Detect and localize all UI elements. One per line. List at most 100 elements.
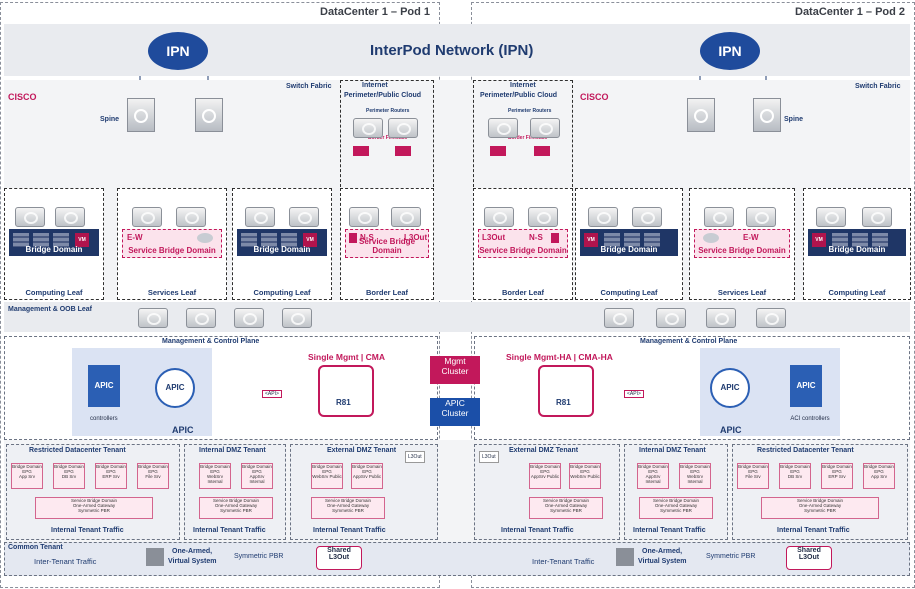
internet-label: Internet — [510, 82, 536, 89]
apic-cluster-line2: Cluster — [441, 408, 469, 418]
spine-switch-icon — [195, 98, 223, 132]
edmz-title: External DMZ Tenant — [327, 447, 397, 454]
mgmt-cluster-line2: Cluster — [441, 366, 469, 376]
oob-switch-icon — [756, 308, 786, 328]
pod1-title: DataCenter 1 – Pod 1 — [320, 6, 431, 18]
border-leaf-label: Border Leaf — [501, 288, 545, 297]
bridge-domain-label: Bridge Domain — [25, 245, 83, 254]
itt-label: Internal Tenant Traffic — [633, 527, 706, 534]
service-bridge-domain: E-W Service Bridge Domain — [122, 229, 222, 258]
services-leaf-label: Services Leaf — [717, 288, 767, 297]
firewall-icon — [349, 233, 357, 243]
firewall-icon — [551, 233, 559, 243]
gateway-icon — [197, 233, 213, 243]
ns-label: N-S — [360, 233, 374, 242]
router-icon — [530, 118, 560, 138]
computing-leaf-label: Computing Leaf — [25, 288, 83, 297]
mgmt-server-icon — [318, 365, 374, 417]
oob-label: Management & OOB Leaf — [8, 306, 93, 313]
perimeter-label: Perimeter/Public Cloud — [480, 92, 558, 99]
firewall-icon — [490, 146, 506, 156]
common-title: Common Tenant — [8, 544, 63, 551]
firewall-icon — [395, 146, 411, 156]
api-link-label: <API> — [624, 390, 644, 398]
r81-label: R81 — [556, 398, 571, 407]
bridge-domain: VM Bridge Domain — [237, 229, 327, 256]
leaf-switch-icon — [132, 207, 162, 227]
mgmt-cluster-line1: Mgmt — [444, 356, 466, 366]
itt-label: Internal Tenant Traffic — [777, 527, 850, 534]
service-bridge-domain-label: Service Bridge Domain — [358, 237, 416, 255]
service-bridge-domain: E-W Service Bridge Domain — [694, 229, 790, 258]
itt-label: Internal Tenant Traffic — [51, 527, 124, 534]
firewall-vsx-icon — [146, 548, 164, 566]
sym-pbr-label: Symmetric PBR — [234, 553, 284, 560]
server-icon — [604, 233, 620, 247]
leaf-switch-icon — [245, 207, 275, 227]
server-icon — [261, 233, 277, 247]
router-icon — [388, 118, 418, 138]
apic-hub-icon: APIC — [710, 368, 750, 408]
itt-label: Internal Tenant Traffic — [501, 527, 574, 534]
itt-label: Internal Tenant Traffic — [313, 527, 386, 534]
service-bridge-domain-label: Service Bridge Domain — [479, 246, 567, 255]
services-leaf-box: E-W Service Bridge Domain Services Leaf — [689, 188, 795, 300]
spine-label-left: Spine — [100, 116, 120, 123]
ipn-cloud-left: IPN — [148, 32, 208, 70]
firewalls-label: Border Firewalls — [508, 135, 548, 141]
leaf-switch-icon — [862, 207, 892, 227]
leaf-switch-icon — [349, 207, 379, 227]
ns-label: N-S — [529, 233, 543, 242]
edmz-title: External DMZ Tenant — [509, 447, 579, 454]
computing-leaf-box: VM Bridge Domain Computing Leaf — [803, 188, 911, 300]
mgmt-plane-title: Management & Control Plane — [162, 338, 260, 345]
mgmt-plane-title: Management & Control Plane — [640, 338, 738, 345]
server-icon — [852, 233, 868, 247]
router-icon — [353, 118, 383, 138]
firewalls-label: Border Firewalls — [368, 135, 408, 141]
l3out-label: L3Out — [482, 233, 506, 242]
border-leaf-label: Border Leaf — [365, 288, 409, 297]
restricted-tenant: Restricted Datacenter Tenant Bridge Doma… — [6, 444, 180, 540]
aci-controllers-label: controllers — [90, 416, 118, 422]
switch-fabric-right: Switch Fabric — [855, 83, 901, 90]
oob-switch-icon — [604, 308, 634, 328]
bridge-domain-label: Bridge Domain — [253, 245, 311, 254]
vsys-label: Virtual System — [638, 558, 687, 565]
inter-tenant-label: Inter-Tenant Traffic — [532, 557, 595, 566]
server-icon — [644, 233, 660, 247]
gateway-icon — [703, 233, 719, 243]
services-leaf-label: Services Leaf — [147, 288, 197, 297]
l3out-box: L3Out — [405, 451, 425, 463]
mgmt-cluster-box: Mgmt Cluster — [430, 356, 480, 384]
one-armed-label: One-Armed, — [172, 548, 213, 555]
idmz-title: Internal DMZ Tenant — [199, 447, 266, 454]
itt-label: Internal Tenant Traffic — [193, 527, 266, 534]
oob-switch-icon — [282, 308, 312, 328]
internet-label: Internet — [362, 82, 388, 89]
bridge-domain-label: Bridge Domain — [828, 245, 886, 254]
restricted-title: Restricted Datacenter Tenant — [757, 447, 854, 454]
r81-label: R81 — [336, 398, 351, 407]
spine-label-right: Spine — [784, 116, 804, 123]
ipn-title: InterPod Network (IPN) — [370, 42, 534, 59]
oob-switch-icon — [234, 308, 264, 328]
ew-label: E-W — [743, 233, 759, 242]
one-armed-label: One-Armed, — [642, 548, 683, 555]
